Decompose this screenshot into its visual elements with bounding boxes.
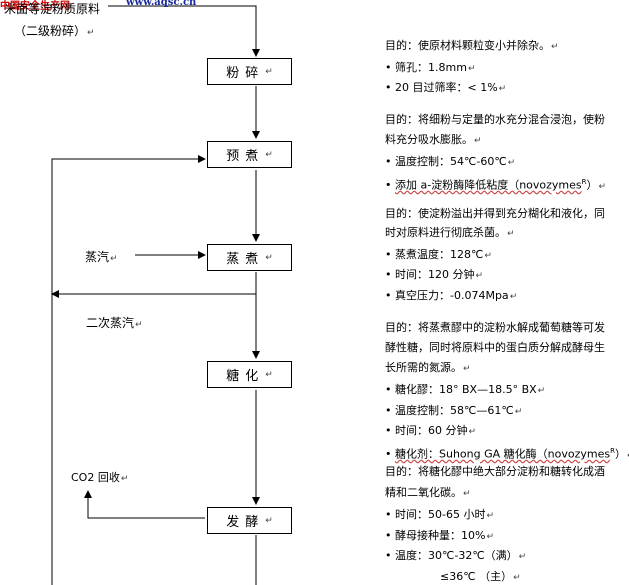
ferment-tail: ≤36℃ （主）↵ — [440, 570, 521, 583]
step-crush-label: 粉碎 — [226, 66, 265, 81]
precook-purpose-1: 目的：将细粉与定量的水充分混合浸泡，使粉 — [385, 113, 605, 126]
steam-label: 蒸汽↵ — [85, 250, 118, 264]
sacch-bullet-4: • 糖化剂：Suhong GA 糖化酶（novozymesR）↵ — [385, 447, 629, 461]
step-ferment: 发酵↵ — [207, 507, 292, 534]
precook-purpose-2: 料充分吸水膨胀。↵ — [385, 133, 482, 146]
ferment-bullet-2: • 酵母接种量：10%↵ — [385, 529, 494, 542]
crush-bullet-2: • 20 目过筛率：< 1%↵ — [385, 81, 507, 94]
steam-purpose-2: 时对原料进行彻底杀菌。↵ — [385, 226, 515, 239]
sacch-purpose-1: 目的：将蒸煮醪中的淀粉水解成葡萄糖等可发 — [385, 321, 605, 334]
step-ferment-label: 发酵 — [226, 515, 265, 530]
source-line1: 米面等淀粉质原料 — [4, 2, 101, 16]
ferment-bullet-3: • 温度：30℃-32℃（满）↵ — [385, 549, 527, 562]
steam-bullet-3: • 真空压力：-0.074Mpa↵ — [385, 289, 518, 302]
ferment-purpose-1: 目的：将糖化醪中绝大部分淀粉和糖转化成酒 — [385, 465, 605, 478]
ferment-bullet-1: • 时间：50-65 小时↵ — [385, 508, 495, 521]
sacch-bullet-1: • 糖化醪：18° BX—18.5° BX↵ — [385, 383, 546, 396]
precook-bullet-1: • 温度控制：54℃-60℃↵ — [385, 155, 516, 168]
step-precook-label: 预煮 — [226, 149, 265, 164]
step-steam: 蒸煮↵ — [207, 244, 292, 271]
step-saccharify-label: 糖化 — [226, 369, 265, 384]
recycle-loop — [51, 155, 206, 585]
step-crush: 粉碎↵ — [207, 58, 292, 85]
sacch-purpose-3: 长所需的氮源。↵ — [385, 361, 471, 374]
steam-purpose-1: 目的：使淀粉溢出并得到充分糊化和液化，同 — [385, 207, 605, 220]
step-precook: 预煮↵ — [207, 141, 292, 168]
step-saccharify: 糖化↵ — [207, 361, 292, 388]
sacch-purpose-2: 酵性糖，同时将原料中的蛋白质分解成酵母生 — [385, 341, 605, 354]
watermark-left: 中国安全生产网 — [0, 1, 70, 12]
ferment-purpose-2: 精和二氧化碳。↵ — [385, 486, 471, 499]
co2-label: CO2 回收↵ — [71, 471, 129, 484]
crush-purpose: 目的：使原材料颗粒变小并除杂。↵ — [385, 39, 559, 52]
crush-bullet-1: • 筛孔：1.8mm↵ — [385, 61, 476, 74]
steam-bullet-2: • 时间：120 分钟↵ — [385, 268, 484, 281]
sacch-bullet-3: • 时间：60 分钟↵ — [385, 424, 477, 437]
secondary-steam-label: 二次蒸汽↵ — [86, 316, 143, 330]
source-line2: （二级粉碎）↵ — [14, 24, 95, 38]
feed-line — [108, 5, 260, 57]
precook-bullet-2: • 添加 a-淀粉酶降低粘度（novozymesR）↵ — [385, 178, 607, 192]
co2-line — [84, 490, 205, 519]
watermark-url: www.aqsc.cn — [126, 0, 197, 8]
sacch-bullet-2: • 温度控制：58℃—61℃↵ — [385, 404, 523, 417]
step-steam-label: 蒸煮 — [226, 252, 265, 267]
steam-bullet-1: • 蒸煮温度：128℃↵ — [385, 248, 492, 261]
